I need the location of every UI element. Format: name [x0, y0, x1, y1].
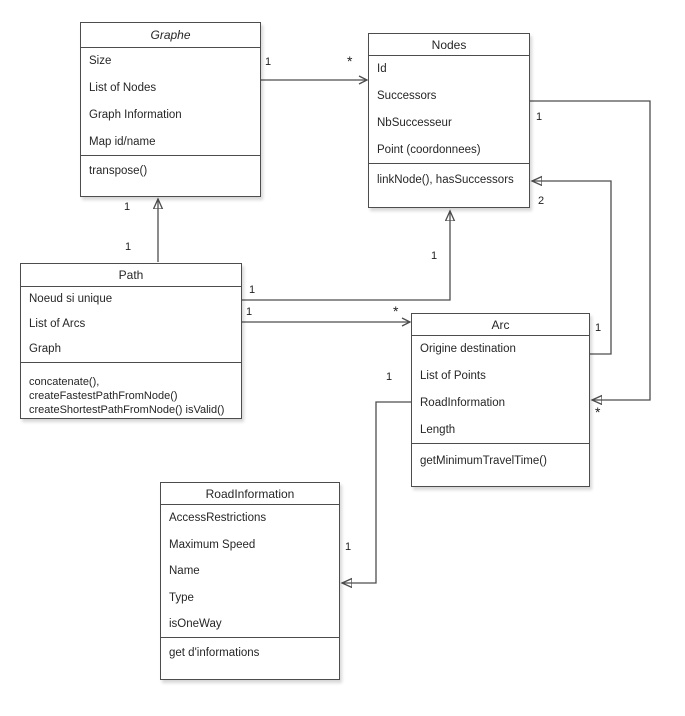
- connector-nodes-arc[interactable]: [530, 100, 651, 400]
- class-title: Nodes: [369, 34, 529, 56]
- methods-compartment: concatenate(), createFastestPathFromNode…: [21, 363, 241, 417]
- class-title: Arc: [412, 314, 589, 336]
- multiplicity-label: 1: [595, 322, 602, 334]
- class-box-graphe[interactable]: Graphe Size List of Nodes Graph Informat…: [80, 22, 261, 197]
- multiplicity-label: 1: [249, 284, 256, 296]
- class-method: get d'informations: [169, 647, 260, 659]
- attributes-compartment: Id Successors NbSuccesseur Point (coordo…: [369, 56, 529, 164]
- class-attribute: Id: [377, 63, 387, 75]
- methods-compartment: get d'informations: [161, 638, 339, 661]
- multiplicity-label: 1: [265, 56, 272, 68]
- class-box-roadinformation[interactable]: RoadInformation AccessRestrictions Maxim…: [160, 482, 340, 680]
- multiplicity-label: 1: [536, 111, 543, 123]
- class-attribute: Successors: [377, 90, 437, 102]
- class-box-path[interactable]: Path Noeud si unique List of Arcs Graph …: [20, 263, 242, 419]
- multiplicity-label: 1: [246, 306, 253, 318]
- attributes-compartment: AccessRestrictions Maximum Speed Name Ty…: [161, 505, 339, 638]
- class-attribute: NbSuccesseur: [377, 117, 452, 129]
- class-attribute: List of Nodes: [89, 82, 157, 94]
- class-attribute: List of Points: [420, 370, 486, 382]
- class-box-arc[interactable]: Arc Origine destination List of Points R…: [411, 313, 590, 487]
- class-method: concatenate(),: [29, 376, 100, 388]
- class-attribute: RoadInformation: [420, 397, 506, 409]
- multiplicity-label: 1: [124, 201, 131, 213]
- class-attribute: Name: [169, 565, 200, 577]
- class-attribute: Graph: [29, 343, 61, 355]
- connector-arc-roadinformation[interactable]: [342, 401, 411, 583]
- class-attribute: Point (coordonnees): [377, 144, 481, 156]
- class-method: createShortestPathFromNode() isValid(): [29, 404, 225, 416]
- class-method: transpose(): [89, 165, 148, 177]
- multiplicity-label: 1: [125, 241, 132, 253]
- class-attribute: Length: [420, 424, 456, 436]
- connector-arc-nodes[interactable]: [532, 181, 612, 355]
- class-attribute: List of Arcs: [29, 318, 86, 330]
- class-title: Graphe: [81, 23, 260, 48]
- methods-compartment: transpose(): [81, 156, 260, 179]
- multiplicity-label: 2: [538, 195, 545, 207]
- class-attribute: Origine destination: [420, 343, 516, 355]
- attributes-compartment: Origine destination List of Points RoadI…: [412, 336, 589, 444]
- multiplicity-label: *: [347, 53, 353, 69]
- class-attribute: isOneWay: [169, 618, 222, 630]
- methods-compartment: linkNode(), hasSuccessors: [369, 164, 529, 188]
- multiplicity-label: *: [595, 404, 601, 420]
- class-box-nodes[interactable]: Nodes Id Successors NbSuccesseur Point (…: [368, 33, 530, 208]
- class-attribute: Type: [169, 591, 194, 604]
- multiplicity-label: *: [393, 303, 399, 319]
- class-attribute: AccessRestrictions: [169, 512, 267, 524]
- class-attribute: Graph Information: [89, 109, 182, 121]
- attributes-compartment: Noeud si unique List of Arcs Graph: [21, 287, 241, 363]
- class-method: linkNode(), hasSuccessors: [377, 174, 514, 186]
- class-attribute: Noeud si unique: [29, 293, 113, 305]
- class-attribute: Map id/name: [89, 136, 156, 148]
- class-attribute: Maximum Speed: [169, 538, 256, 551]
- methods-compartment: getMinimumTravelTime(): [412, 444, 589, 469]
- multiplicity-label: 1: [386, 371, 393, 383]
- class-method: getMinimumTravelTime(): [420, 455, 547, 467]
- class-title: Path: [21, 264, 241, 287]
- connector-path-nodes[interactable]: [242, 211, 450, 301]
- class-method: createFastestPathFromNode(): [29, 390, 178, 402]
- multiplicity-label: 1: [345, 541, 352, 553]
- multiplicity-label: 1: [431, 250, 438, 262]
- class-title: RoadInformation: [161, 483, 339, 505]
- attributes-compartment: Size List of Nodes Graph Information Map…: [81, 48, 260, 156]
- class-attribute: Size: [89, 55, 112, 67]
